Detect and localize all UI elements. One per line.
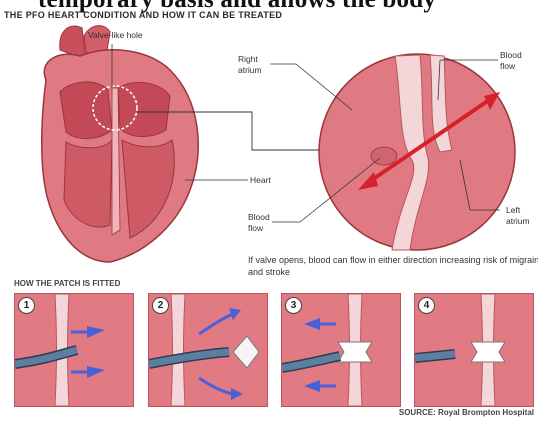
step-number: 3 [285, 297, 302, 314]
step-panel-1: 1 [14, 293, 134, 407]
source-credit: SOURCE: Royal Brompton Hospital [399, 408, 534, 417]
heart-label: Heart [250, 175, 271, 186]
step-panel-2: 2 [148, 293, 268, 407]
risk-note: If valve opens, blood can flow in either… [248, 254, 538, 278]
patch-heading: HOW THE PATCH IS FITTED [14, 279, 120, 288]
left-atrium-label: Left atrium [506, 205, 530, 227]
step-number: 4 [418, 297, 435, 314]
step-number: 1 [18, 297, 35, 314]
step-panel-4: 4 [414, 293, 534, 407]
right-atrium-label: Right atrium [238, 54, 262, 76]
heart-illustration [0, 0, 538, 290]
blood-flow-bottom-label: Blood flow [248, 212, 270, 234]
step-panel-3: 3 [281, 293, 401, 407]
valve-hole-label: Valve-like hole [88, 30, 143, 41]
blood-flow-top-label: Blood flow [500, 50, 522, 72]
step-number: 2 [152, 297, 169, 314]
